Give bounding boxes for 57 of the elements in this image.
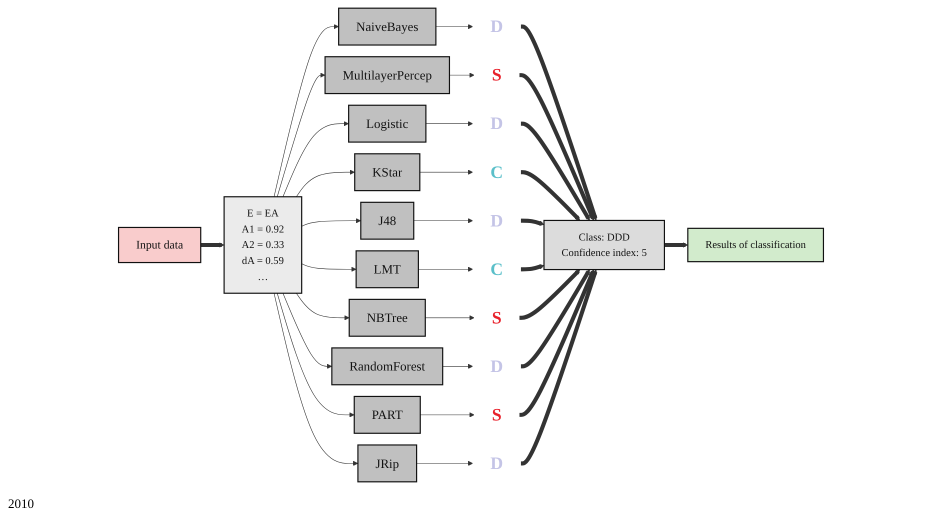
arrow (416, 460, 474, 466)
node-box: J48 (360, 202, 414, 240)
node-box: JRip (357, 444, 418, 482)
node-box: NBTree (348, 298, 426, 337)
arrow (520, 122, 590, 221)
arrow (282, 292, 332, 369)
arrow (420, 412, 475, 418)
arrow (296, 170, 355, 198)
arrow (301, 218, 362, 227)
node-box: Input data (118, 226, 202, 264)
node-text: D (490, 114, 504, 134)
node-text: C (490, 162, 504, 182)
node-text: D (490, 16, 504, 36)
node-box: PART (354, 396, 421, 434)
node-text: S (492, 405, 502, 425)
arrow (282, 121, 349, 198)
arrow (301, 263, 356, 272)
node-box: KStar (354, 153, 420, 192)
arrow (436, 24, 474, 30)
node-text: D (490, 211, 504, 230)
node-text: C (490, 260, 504, 279)
arrow (519, 269, 580, 320)
arrow (200, 242, 224, 248)
arrow (520, 269, 598, 466)
arrow (276, 72, 326, 198)
node-box: RandomForest (331, 347, 444, 386)
arrow (519, 269, 595, 417)
node-box: MultilayerPercep (324, 56, 450, 94)
node-text: S (492, 65, 502, 85)
arrow (520, 24, 598, 221)
arrow (520, 269, 590, 368)
node-box: LMT (356, 250, 419, 288)
arrow (413, 218, 474, 224)
arrow (519, 73, 595, 221)
arrow (520, 264, 544, 272)
node-box: Logistic (348, 104, 426, 143)
arrow (425, 315, 475, 320)
arrow (276, 292, 354, 418)
node-box: E = EA A1 = 0.92 A2 = 0.33 dA = 0.59 … (224, 196, 302, 294)
arrow (296, 292, 350, 320)
node-box: Results of classification (687, 228, 824, 262)
node-text: D (490, 356, 504, 376)
arrow (520, 170, 580, 221)
arrow (420, 170, 474, 175)
arrow (426, 121, 474, 126)
year-note: 2010 (8, 496, 34, 511)
node-box: Class: DDD Confidence index: 5 (543, 220, 665, 270)
node-box: NaiveBayes (338, 8, 436, 46)
arrow (442, 364, 474, 369)
arrow (274, 292, 358, 466)
node-text: D (490, 454, 504, 474)
arrow (274, 24, 339, 198)
arrow (520, 218, 544, 226)
arrow (449, 72, 475, 78)
arrow (664, 242, 688, 248)
node-text: S (492, 308, 502, 328)
arrow (418, 266, 474, 272)
